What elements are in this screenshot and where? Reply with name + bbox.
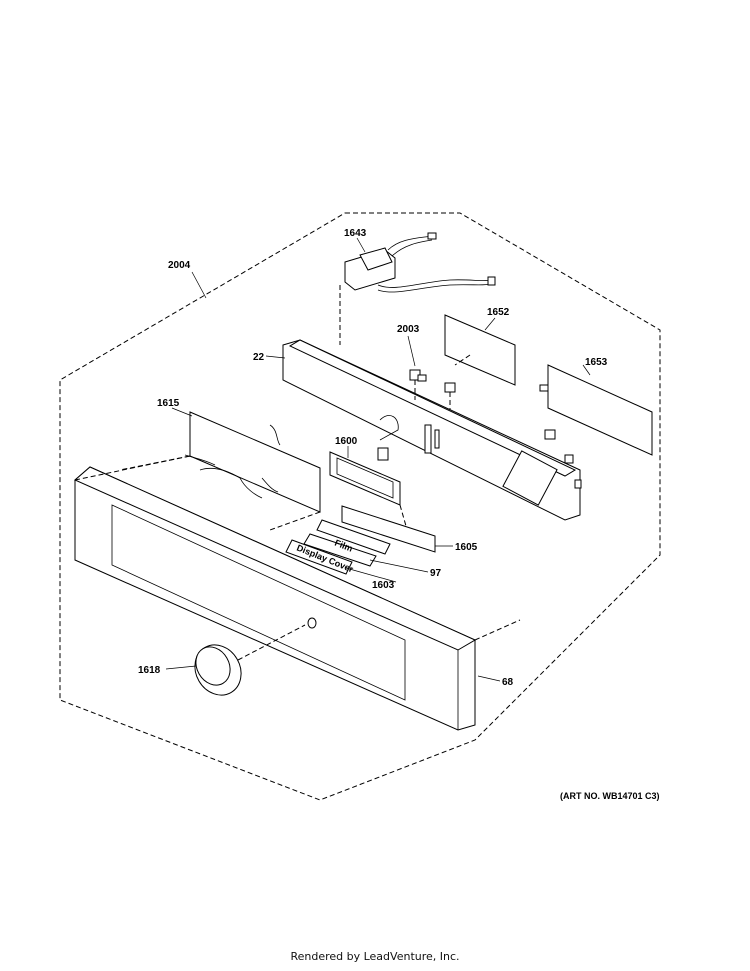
callout-2003: 2003 bbox=[397, 324, 420, 335]
callout-22: 22 bbox=[253, 352, 265, 363]
transformer-1643 bbox=[339, 232, 496, 345]
callout-labels: 2004 1643 1652 2003 22 1653 1615 1600 16… bbox=[138, 228, 608, 688]
footer-credit: Rendered by LeadVenture, Inc. bbox=[290, 950, 460, 963]
callout-1652: 1652 bbox=[487, 307, 510, 318]
leader-lines bbox=[165, 237, 591, 682]
knob-1618 bbox=[194, 624, 306, 696]
callout-1603: 1603 bbox=[372, 580, 395, 591]
display-1600 bbox=[329, 451, 411, 541]
callout-68: 68 bbox=[502, 677, 514, 688]
callout-1618: 1618 bbox=[138, 665, 161, 676]
callout-1643: 1643 bbox=[344, 228, 367, 239]
front-panel-68 bbox=[74, 455, 521, 731]
bracket-22 bbox=[282, 339, 581, 521]
callout-1605: 1605 bbox=[455, 542, 478, 553]
connectors-2003 bbox=[409, 369, 556, 440]
callout-1653: 1653 bbox=[585, 357, 608, 368]
art-number: (ART NO. WB14701 C3) bbox=[560, 791, 660, 801]
callout-1615: 1615 bbox=[157, 398, 180, 409]
assembly-boundary-2004 bbox=[59, 212, 661, 801]
callout-1600: 1600 bbox=[335, 436, 358, 447]
callout-97: 97 bbox=[430, 568, 442, 579]
callout-2004: 2004 bbox=[168, 260, 191, 271]
board-1653 bbox=[539, 364, 653, 489]
board-1652 bbox=[444, 314, 516, 386]
